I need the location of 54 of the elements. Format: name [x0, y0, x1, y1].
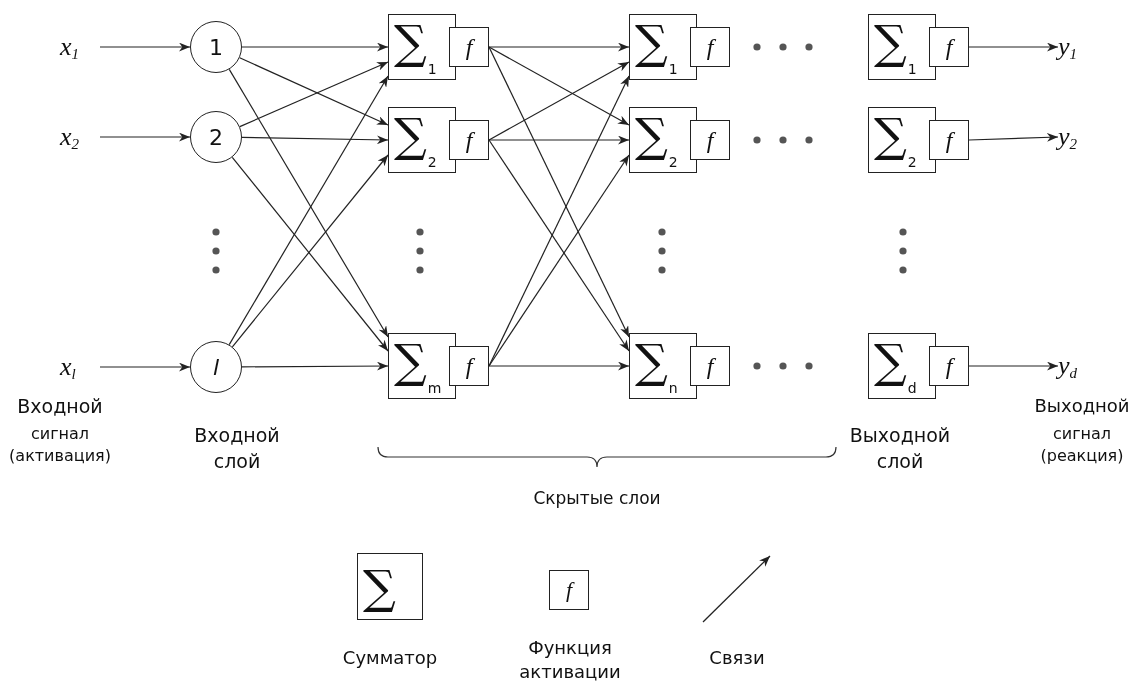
signal-label: x$_{l}$	[60, 351, 100, 383]
summator-box: ∑$_{2}$	[388, 107, 456, 173]
arrow	[241, 361, 389, 371]
caption-text: Скрытые слои	[532, 487, 662, 510]
signal-label: y$_{1}$	[1058, 31, 1102, 63]
summator-box: ∑$_{m}$	[388, 333, 456, 399]
arrow	[488, 42, 630, 52]
arrow	[99, 362, 191, 372]
activation-function-box: f	[690, 346, 730, 386]
activation-function-box: f	[690, 27, 730, 67]
arrow	[241, 135, 389, 145]
arrow	[488, 361, 630, 371]
summator-box: ∑$_{d}$	[868, 333, 936, 399]
arrow	[488, 46, 630, 126]
activation-function-box: f	[449, 346, 489, 386]
arrow	[488, 46, 630, 338]
caption-text: Выходной	[1033, 394, 1131, 418]
input-neuron: 2	[190, 111, 242, 163]
summator-box: ∑$_{2}$	[629, 107, 697, 173]
activation-function-box: f	[929, 120, 969, 160]
arrow	[968, 132, 1059, 142]
activation-function-box: f	[929, 346, 969, 386]
summator-box: ∑$_{1}$	[388, 14, 456, 80]
arrow	[99, 42, 191, 52]
summator-box: ∑$_{1}$	[629, 14, 697, 80]
caption-text: сигнал (реакция)	[1039, 423, 1125, 467]
signal-label: x$_{2}$	[60, 121, 100, 153]
summator-box: ∑$_{1}$	[868, 14, 936, 80]
input-neuron: l	[190, 341, 242, 393]
caption-text: Входной слой	[193, 423, 281, 474]
arrow	[99, 132, 191, 142]
arrow	[488, 61, 630, 141]
activation-function-box: f	[929, 27, 969, 67]
caption-text: Связи	[708, 646, 766, 670]
caption-text: Выходной слой	[848, 423, 952, 474]
arrow	[968, 42, 1059, 52]
arrow	[488, 135, 630, 145]
signal-label: x$_{1}$	[60, 31, 100, 63]
activation-function-box: f	[449, 120, 489, 160]
activation-function-box: f	[690, 120, 730, 160]
arrow	[968, 361, 1059, 371]
legend-caption: Сумматор	[341, 646, 439, 670]
summator-box: ∑$_{n}$	[629, 333, 697, 399]
activation-function-box: f	[549, 570, 589, 610]
signal-label: y$_{d}$	[1058, 350, 1102, 382]
caption-text: Входной	[16, 394, 104, 419]
input-neuron: 1	[190, 21, 242, 73]
summator-box: ∑$_{2}$	[868, 107, 936, 173]
activation-function-box: f	[449, 27, 489, 67]
caption-text: сигнал (активация)	[8, 423, 112, 467]
legend-caption: Функция активации	[518, 636, 622, 685]
summator-box: ∑	[357, 553, 423, 620]
arrow	[241, 42, 389, 52]
signal-label: y$_{2}$	[1058, 121, 1102, 153]
